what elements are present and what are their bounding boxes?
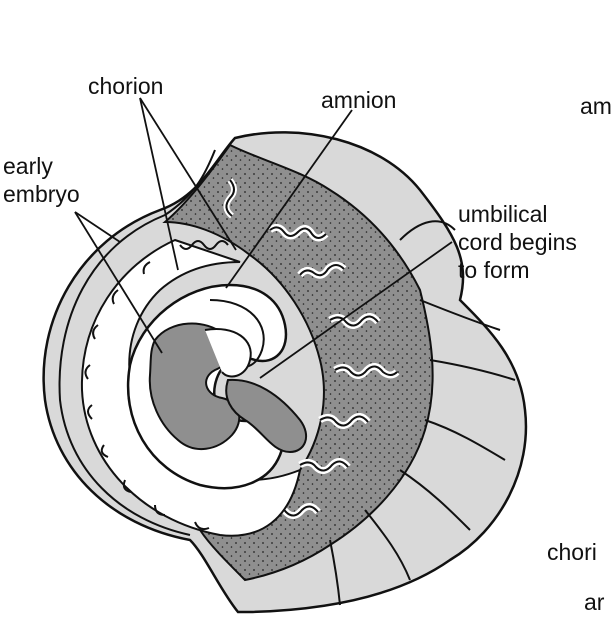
label-am-cut: am xyxy=(580,92,612,120)
label-early-line-2: embryo xyxy=(3,180,80,208)
label-umbilical-line-3: to form xyxy=(458,256,577,284)
label-umbilical-line-2: cord begins xyxy=(458,228,577,256)
label-ar-cut: ar xyxy=(584,588,604,616)
label-umbilical: umbilical cord begins to form xyxy=(458,200,577,284)
label-chori-cut: chori xyxy=(547,538,597,566)
label-early-embryo: early embryo xyxy=(0,152,77,208)
label-umbilical-line-1: umbilical xyxy=(458,200,577,228)
label-amnion: amnion xyxy=(321,86,396,114)
label-early-line-1: early xyxy=(3,152,80,180)
label-chorion: chorion xyxy=(88,72,163,100)
